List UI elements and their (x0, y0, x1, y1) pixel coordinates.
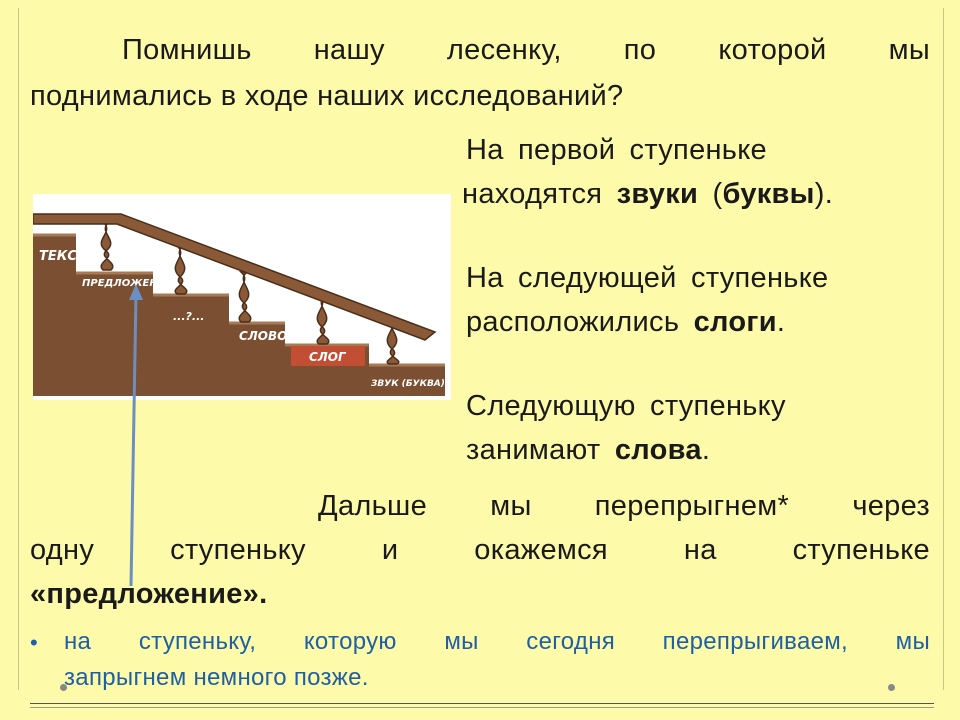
step3-line-1: Следующую ступеньку (466, 390, 786, 422)
footer-dot-left (60, 684, 67, 691)
jump-line-2: одну ступеньку и окажемся на ступеньке (30, 534, 930, 566)
jump-line-3: «предложение». (30, 578, 268, 610)
footnote-bullet: • (30, 630, 38, 655)
arrow-head (129, 284, 143, 300)
step-edges (33, 233, 445, 367)
footer-line (30, 703, 934, 704)
footnote-line-2: запрыгнем немного позже. (64, 664, 369, 691)
label-text: ТЕКСТ (39, 249, 87, 264)
jump-line-1: Дальше мы перепрыгнем* через (318, 490, 930, 522)
words-word: слова (614, 434, 702, 466)
intro-line-2: поднимались в ходе наших исследований? (30, 80, 624, 112)
label-syllable: СЛОГ (309, 350, 347, 364)
footer-dot-right (888, 684, 895, 691)
arrow-shaft (129, 293, 138, 587)
intro-line-1: Помнишь нашу лесенку, по которой мы (122, 34, 930, 66)
label-sentence: ПРЕДЛОЖЕНИЕ (82, 278, 173, 289)
label-sound: ЗВУК (БУКВА) (371, 379, 445, 389)
step1-line-2: находятся звуки (буквы). (462, 178, 834, 210)
slide-frame (18, 8, 944, 690)
jump-arrow (129, 284, 143, 587)
label-word: СЛОВО (239, 329, 287, 343)
syllable-plate (291, 346, 365, 366)
step3-line-2: занимают слова. (466, 434, 711, 466)
handrail (33, 213, 437, 341)
step2-line-2: расположились слоги. (466, 306, 786, 338)
sounds-word: звуки (616, 178, 699, 210)
ladder-illustration: ТЕКСТ ПРЕДЛОЖЕНИЕ ...?... СЛОВО СЛОГ ЗВУ… (33, 194, 451, 400)
label-unknown: ...?... (173, 310, 204, 323)
footer-line-2 (30, 707, 934, 708)
syllables-word: слоги (693, 306, 777, 338)
step1-line-1: На первой ступеньке (466, 134, 767, 166)
step2-line-1: На следующей ступеньке (466, 262, 829, 294)
footnote-line-1: на ступеньку, которую мы сегодня перепры… (64, 628, 930, 655)
letters-word: буквы (722, 178, 815, 210)
balusters (100, 221, 400, 365)
